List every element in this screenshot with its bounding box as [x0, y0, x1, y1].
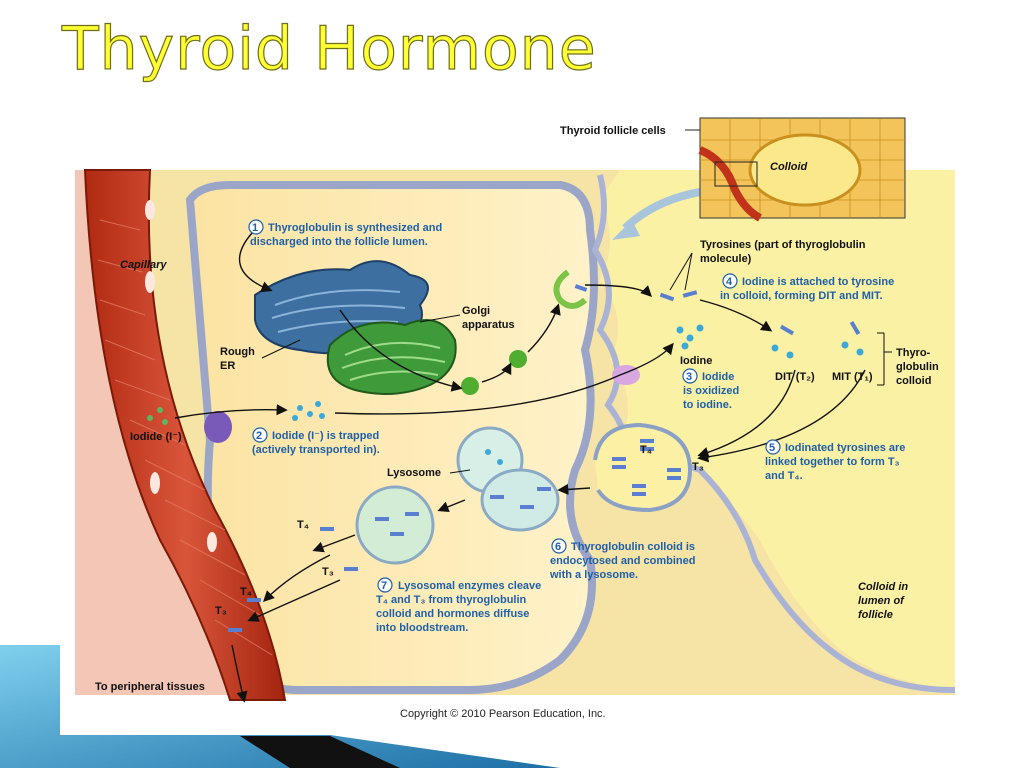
capillary	[83, 169, 287, 701]
step-7-line-4: into bloodstream.	[376, 622, 468, 634]
step-6-line-3: with a lysosome.	[549, 569, 638, 581]
flow-arrows	[174, 232, 866, 703]
slide-title: Thyroid Hormone	[61, 13, 597, 84]
step-4-line-1: Iodine is attached to tyrosine	[742, 276, 894, 288]
colloid-lumen-label-2: lumen of	[858, 595, 905, 607]
follicle-inset	[685, 117, 906, 222]
golgi-label-2: apparatus	[462, 319, 515, 331]
step-7-line-1: Lysosomal enzymes cleave	[398, 580, 541, 592]
step-4: 4 Iodine is attached to tyrosine in coll…	[720, 273, 894, 302]
step-1-number: 1	[252, 222, 258, 234]
step-6-line-2: endocytosed and combined	[550, 555, 695, 567]
step-6-number: 6	[555, 541, 561, 553]
colloid-lumen	[600, 170, 955, 690]
step-3: 3 Iodide is oxidized to iodine.	[682, 368, 739, 411]
rough-er-label-2: ER	[220, 360, 235, 372]
dit-label: DIT (T₂)	[775, 371, 815, 383]
red-blood-cells	[145, 200, 217, 552]
iodide-label: Iodide (I⁻)	[130, 431, 182, 443]
step-4-number: 4	[726, 276, 733, 288]
step-3-number: 3	[686, 371, 692, 383]
t3-label-blood: T₃	[215, 605, 227, 617]
golgi-label-1: Golgi	[462, 305, 490, 317]
hormone-molecules	[228, 284, 861, 632]
step-6: 6 Thyroglobulin colloid is endocytosed a…	[549, 538, 695, 581]
t4-label-vesicle: T₄	[640, 444, 652, 456]
t3-label-release: T₃	[322, 566, 334, 578]
slide-decoration	[0, 645, 560, 768]
step-1-line-1: Thyroglobulin is synthesized and	[268, 222, 442, 234]
capillary-label: Capillary	[120, 259, 167, 271]
mit-label: MIT (T₁)	[832, 371, 873, 383]
lysosome	[355, 422, 693, 565]
step-1-line-2: discharged into the follicle lumen.	[250, 236, 428, 248]
step-2-number: 2	[256, 430, 262, 442]
iodine-atoms	[292, 324, 864, 465]
iodine-label: Iodine	[680, 355, 712, 367]
step-3-line-3: to iodine.	[683, 399, 732, 411]
colloid-lumen-label-3: follicle	[858, 609, 893, 621]
golgi-apparatus	[326, 319, 527, 395]
inset-colloid-label: Colloid	[770, 161, 808, 173]
step-1: 1 Thyroglobulin is synthesized and disch…	[248, 219, 442, 248]
step-7-number: 7	[381, 580, 387, 592]
step-7-line-3: colloid and hormones diffuse	[376, 608, 529, 620]
step-5-line-2: linked together to form T₃	[765, 456, 900, 468]
t3-label-vesicle: T₃	[692, 461, 704, 473]
tyrosines-label-1: Tyrosines (part of thyroglobulin	[700, 239, 866, 251]
thyroglobulin-colloid-label-3: colloid	[896, 375, 931, 387]
colloid-lumen-label-1: Colloid in	[858, 581, 908, 593]
step-3-line-1: Iodide	[702, 371, 734, 383]
step-3-line-2: is oxidized	[683, 385, 739, 397]
inset-follicle-label: Thyroid follicle cells	[560, 125, 666, 137]
tyrosines-label-2: molecule)	[700, 253, 752, 265]
step-2-line-1: Iodide (I⁻) is trapped	[272, 430, 379, 442]
step-5-number: 5	[769, 442, 775, 454]
t4-label-release: T₄	[297, 519, 309, 531]
step-7: 7 Lysosomal enzymes cleave T₄ and T₃ fro…	[376, 577, 541, 634]
step-2-line-2: (actively transported in).	[252, 444, 380, 456]
step-6-line-1: Thyroglobulin colloid is	[571, 541, 695, 553]
step-2: 2 Iodide (I⁻) is trapped (actively trans…	[252, 427, 380, 456]
step-4-line-2: in colloid, forming DIT and MIT.	[720, 290, 883, 302]
step-7-line-2: T₄ and T₃ from thyroglobulin	[376, 594, 527, 606]
rough-er-label-1: Rough	[220, 346, 255, 358]
thyroglobulin-colloid-label-2: globulin	[896, 361, 939, 373]
step-5: 5 Iodinated tyrosines are linked togethe…	[765, 439, 905, 482]
step-5-line-3: and T₄.	[765, 470, 803, 482]
thyroglobulin-colloid-label-1: Thyro-	[896, 347, 931, 359]
t4-label-blood: T₄	[240, 586, 252, 598]
copyright-notice: Copyright © 2010 Pearson Education, Inc.	[400, 708, 606, 720]
lysosome-label: Lysosome	[387, 467, 441, 479]
iodide-transporter	[204, 411, 232, 443]
step-5-line-1: Iodinated tyrosines are	[785, 442, 905, 454]
peripheral-tissues-label: To peripheral tissues	[95, 681, 205, 693]
